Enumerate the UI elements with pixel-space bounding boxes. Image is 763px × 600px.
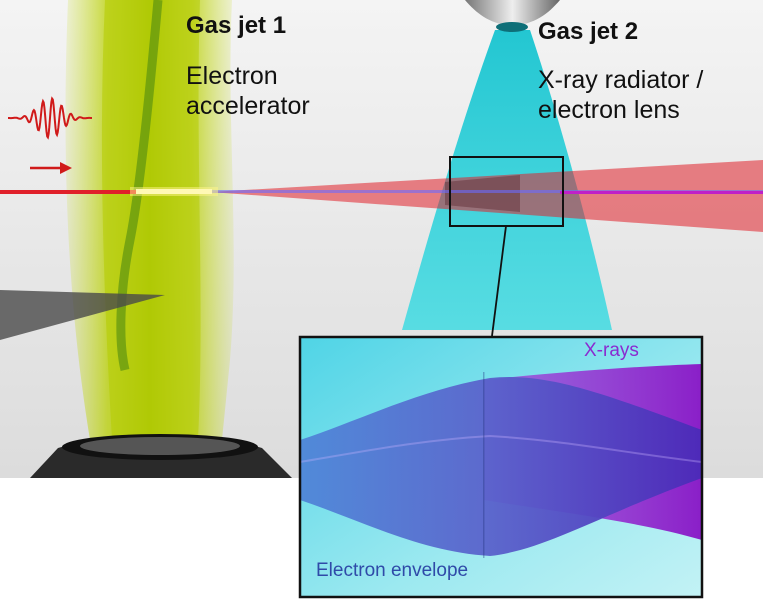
laser-beam [0,160,763,232]
zoom-region-box [449,156,564,227]
gas-jet-2-nozzle [465,0,560,32]
inset-frame [298,335,704,599]
gas-jet-1-nozzle [30,434,292,478]
label-gas-jet-1: Gas jet 1 [186,12,287,39]
inset-magnified-view [300,337,702,597]
laser-pulse-icon [8,96,92,140]
electron-envelope [300,376,702,556]
label-xrays: X-rays [584,340,639,361]
label-xray-radiator: X-ray radiator / electron lens [538,66,704,124]
label-electron-envelope: Electron envelope [316,560,469,581]
electron-beam-halo [130,187,218,196]
direction-arrow-icon [30,162,72,174]
zoom-connector-line [491,225,507,337]
gas-jet-1 [65,0,234,440]
blade [0,290,165,340]
label-electron-accelerator: Electron accelerator [186,62,310,120]
label-gas-jet-2: Gas jet 2 [538,18,639,45]
